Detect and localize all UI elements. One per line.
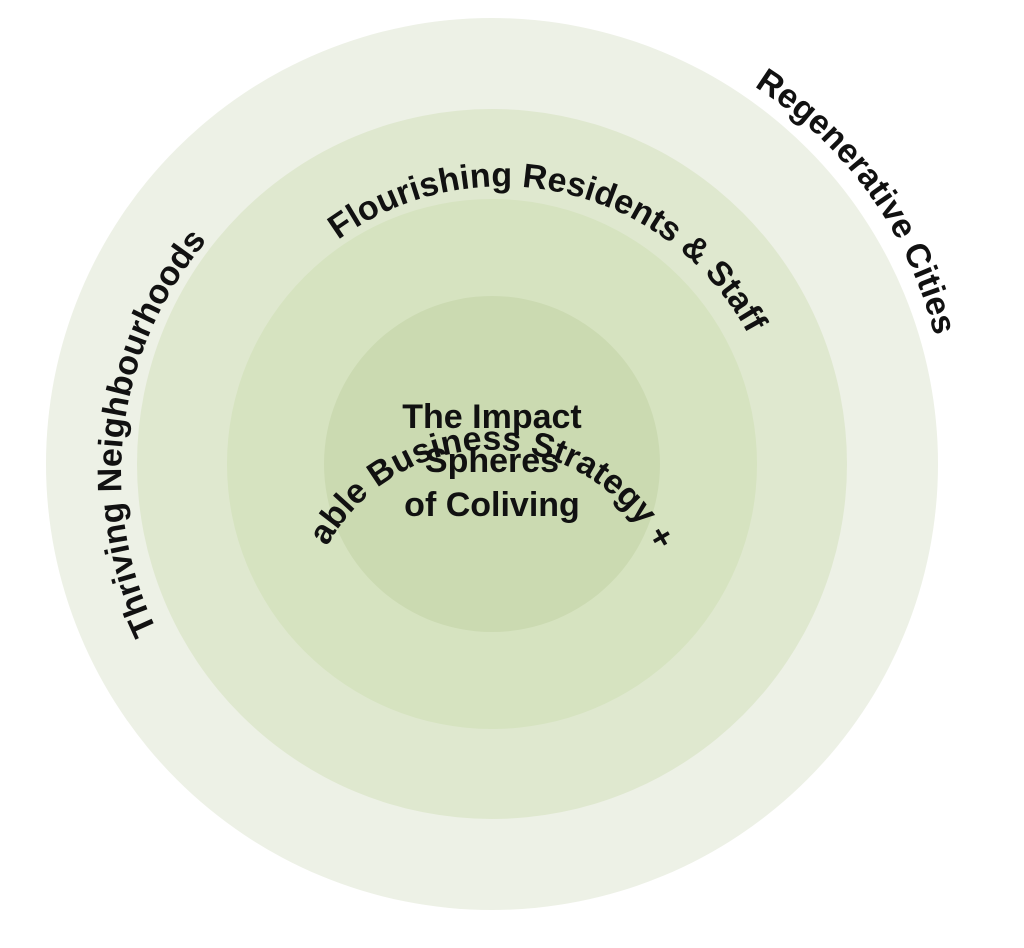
core-sphere xyxy=(324,296,660,632)
center-title-line-1: The Impact xyxy=(402,398,581,436)
center-title-line-3: of Coliving xyxy=(404,486,580,524)
center-title-line-2: Spheres xyxy=(425,442,559,480)
